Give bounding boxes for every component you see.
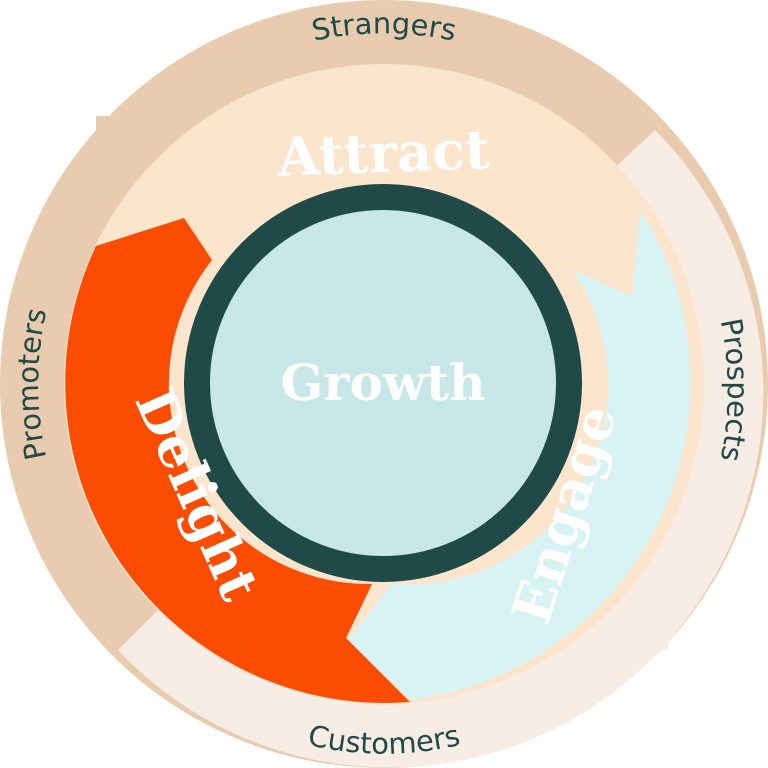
delight-section [65, 218, 410, 703]
attract-label: Attract [276, 117, 491, 188]
growth-hub [184, 184, 582, 582]
growth-label: Growth [281, 353, 486, 412]
engage-section [348, 210, 691, 700]
